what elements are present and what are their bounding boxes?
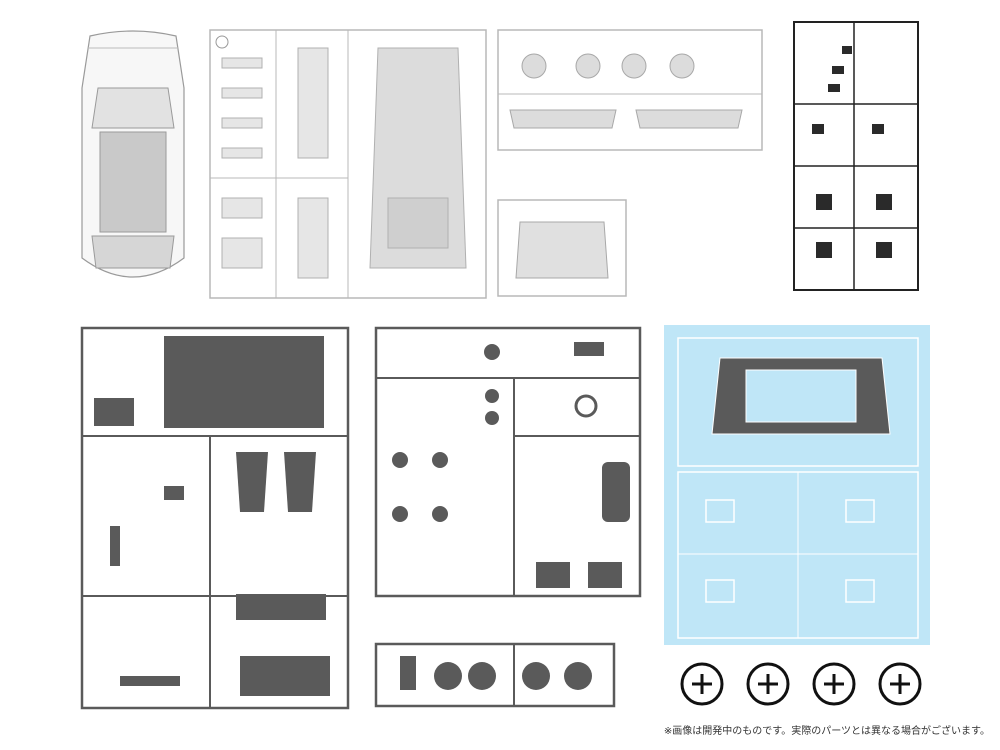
wheel-decal-row: [670, 656, 930, 712]
sprue-c-gray: [374, 642, 616, 708]
sprue-j-clear: [676, 336, 920, 468]
body-shell: [78, 28, 188, 290]
sprue-d-white: [496, 28, 764, 152]
sprue-b-gray: [374, 326, 642, 598]
sprue-a-gray: [80, 326, 350, 710]
sprue-c-black: [792, 20, 920, 292]
sprue-b-white: [208, 28, 488, 300]
sprue-g-clear: [676, 470, 920, 640]
sprue-e-white: [496, 198, 628, 298]
disclaimer-note: ※画像は開発中のものです。実際のパーツとは異なる場合がございます。: [663, 726, 990, 737]
